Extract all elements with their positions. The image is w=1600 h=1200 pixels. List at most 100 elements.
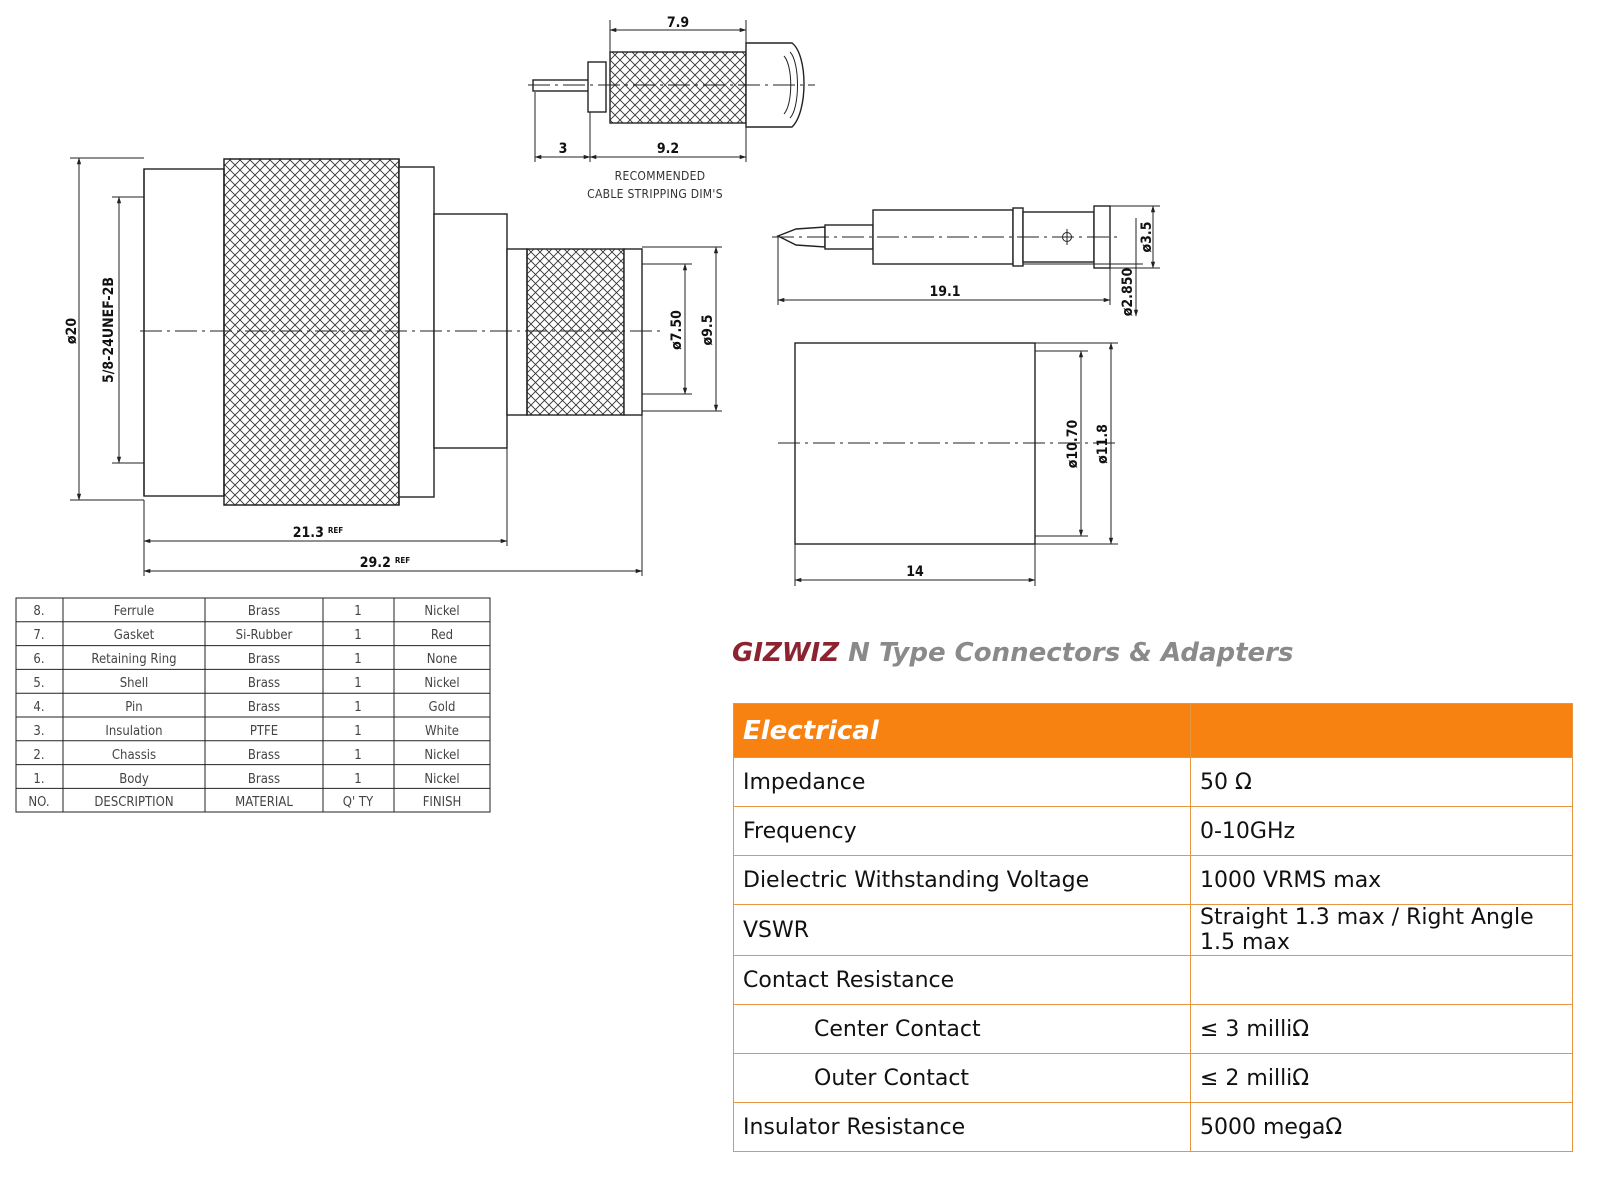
- dim-ferrule-inner: ø7.50: [669, 310, 685, 350]
- parts-table: 8. Ferrule Brass 1 Nickel 7. Gasket Si-R…: [15, 597, 491, 813]
- spec-row: Impedance 50 Ω: [733, 757, 1573, 807]
- ferrule-end: [623, 248, 643, 416]
- parts-cell-no: 5.: [33, 676, 44, 691]
- spec-label: Dielectric Withstanding Voltage: [733, 855, 1191, 905]
- parts-cell-qty: 1: [354, 628, 361, 643]
- strip-dim-left: 3: [559, 141, 568, 157]
- spec-label: Insulator Resistance: [733, 1102, 1191, 1152]
- electrical-spec-table: Electrical Impedance 50 Ω Frequency 0-10…: [733, 703, 1573, 1152]
- parts-cell-finish: Nickel: [424, 772, 459, 787]
- coupling-nut-rear: [398, 166, 435, 498]
- brand-tagline: N Type Connectors & Adapters: [848, 638, 1294, 668]
- spec-label: Center Contact: [733, 1004, 1191, 1054]
- dim-ferrule-length: 14: [906, 564, 924, 580]
- brand-name: GIZWIZ: [732, 638, 840, 668]
- parts-cell-finish: Nickel: [424, 676, 459, 691]
- dim-ferrule-view-outer: ø11.8: [1095, 424, 1111, 464]
- dim-pin-max: ø3.5: [1139, 222, 1155, 253]
- strip-caption-line2: CABLE STRIPPING DIM'S: [587, 187, 723, 201]
- spec-row: Contact Resistance: [733, 955, 1573, 1005]
- parts-cell-finish: Nickel: [424, 604, 459, 619]
- parts-row: 7. Gasket Si-Rubber 1 Red: [33, 628, 453, 643]
- parts-cell-no: 6.: [33, 652, 44, 667]
- dim-pin-min: ø2.850: [1120, 268, 1136, 317]
- dim-thread-spec: 5/8-24UNEF-2B: [101, 277, 117, 383]
- spec-value: 5000 megaΩ: [1190, 1102, 1573, 1152]
- dim-length-short: 21.3: [293, 525, 324, 541]
- spec-header-blank: [1190, 703, 1573, 758]
- parts-row: 4. Pin Brass 1 Gold: [33, 700, 455, 715]
- parts-cell-material: Brass: [248, 604, 280, 619]
- parts-cell-material: PTFE: [250, 724, 278, 739]
- spec-row: Outer Contact ≤ 2 milliΩ: [733, 1053, 1573, 1103]
- parts-cell-description: Body: [119, 772, 149, 787]
- parts-cell-finish: Nickel: [424, 748, 459, 763]
- parts-row: 5. Shell Brass 1 Nickel: [33, 676, 459, 691]
- spec-label: Contact Resistance: [733, 955, 1191, 1005]
- spec-header: Electrical: [733, 703, 1191, 758]
- parts-cell-material: Brass: [248, 652, 280, 667]
- center-pin-view: 19.1 ø3.5 ø2.850: [772, 205, 1160, 317]
- spec-label: Outer Contact: [733, 1053, 1191, 1103]
- spec-value: 1000 VRMS max: [1190, 855, 1573, 905]
- parts-cell-description: Retaining Ring: [91, 652, 176, 667]
- parts-row: 2. Chassis Brass 1 Nickel: [33, 748, 459, 763]
- parts-cell-material: Si-Rubber: [236, 628, 293, 643]
- parts-cell-qty: 1: [354, 724, 361, 739]
- parts-header-finish: FINISH: [423, 795, 462, 810]
- parts-cell-description: Pin: [125, 700, 142, 715]
- parts-row: 3. Insulation PTFE 1 White: [33, 724, 459, 739]
- strip-dim-right: 9.2: [657, 141, 679, 157]
- spec-row: VSWR Straight 1.3 max / Right Angle 1.5 …: [733, 904, 1573, 956]
- spec-value: ≤ 3 milliΩ: [1190, 1004, 1573, 1054]
- parts-header-no: NO.: [28, 795, 49, 810]
- spec-label: VSWR: [733, 904, 1191, 956]
- parts-header-qty: Q' TY: [343, 795, 374, 810]
- parts-row: 8. Ferrule Brass 1 Nickel: [33, 604, 459, 619]
- spec-label: Frequency: [733, 806, 1191, 856]
- spec-header-row: Electrical: [733, 703, 1573, 758]
- connector-front-body: [143, 168, 225, 497]
- coupling-nut: [223, 158, 400, 506]
- parts-cell-no: 1.: [33, 772, 44, 787]
- brand-title: GIZWIZ N Type Connectors & Adapters: [732, 638, 1293, 668]
- cable-strip-detail: 7.9 3 9.2 RECOMMENDED CABLE STRIPPING DI…: [528, 15, 815, 201]
- parts-cell-description: Chassis: [112, 748, 156, 763]
- spec-label: Impedance: [733, 757, 1191, 807]
- parts-cell-finish: Gold: [429, 700, 456, 715]
- parts-header-row: NO. DESCRIPTION MATERIAL Q' TY FINISH: [28, 795, 461, 810]
- spec-value: 50 Ω: [1190, 757, 1573, 807]
- spec-row: Frequency 0-10GHz: [733, 806, 1573, 856]
- parts-row: 1. Body Brass 1 Nickel: [33, 772, 459, 787]
- parts-cell-qty: 1: [354, 748, 361, 763]
- parts-cell-material: Brass: [248, 772, 280, 787]
- parts-cell-no: 7.: [33, 628, 44, 643]
- parts-header-description: DESCRIPTION: [94, 795, 173, 810]
- parts-cell-finish: White: [425, 724, 459, 739]
- spec-row: Center Contact ≤ 3 milliΩ: [733, 1004, 1573, 1054]
- parts-cell-qty: 1: [354, 676, 361, 691]
- parts-cell-material: Brass: [248, 748, 280, 763]
- dim-length-long: 29.2: [360, 555, 391, 571]
- spec-value: 0-10GHz: [1190, 806, 1573, 856]
- ferrule-view: ø10.70 ø11.8 14: [778, 342, 1118, 586]
- ref-mark-long: REF: [395, 556, 410, 565]
- parts-cell-qty: 1: [354, 604, 361, 619]
- crimp-ferrule: [526, 248, 625, 416]
- parts-cell-finish: None: [427, 652, 458, 667]
- parts-cell-no: 4.: [33, 700, 44, 715]
- parts-cell-material: Brass: [248, 676, 280, 691]
- strip-dielectric: [587, 61, 607, 113]
- dim-ferrule-outer: ø9.5: [700, 315, 716, 346]
- strip-dim-top: 7.9: [667, 15, 689, 31]
- parts-row: 6. Retaining Ring Brass 1 None: [33, 652, 457, 667]
- ferrule-lip: [506, 248, 528, 416]
- parts-cell-description: Gasket: [114, 628, 155, 643]
- spec-row: Insulator Resistance 5000 megaΩ: [733, 1102, 1573, 1152]
- dim-ferrule-view-inner: ø10.70: [1065, 420, 1081, 469]
- ref-mark-short: REF: [328, 526, 343, 535]
- parts-cell-description: Ferrule: [114, 604, 154, 619]
